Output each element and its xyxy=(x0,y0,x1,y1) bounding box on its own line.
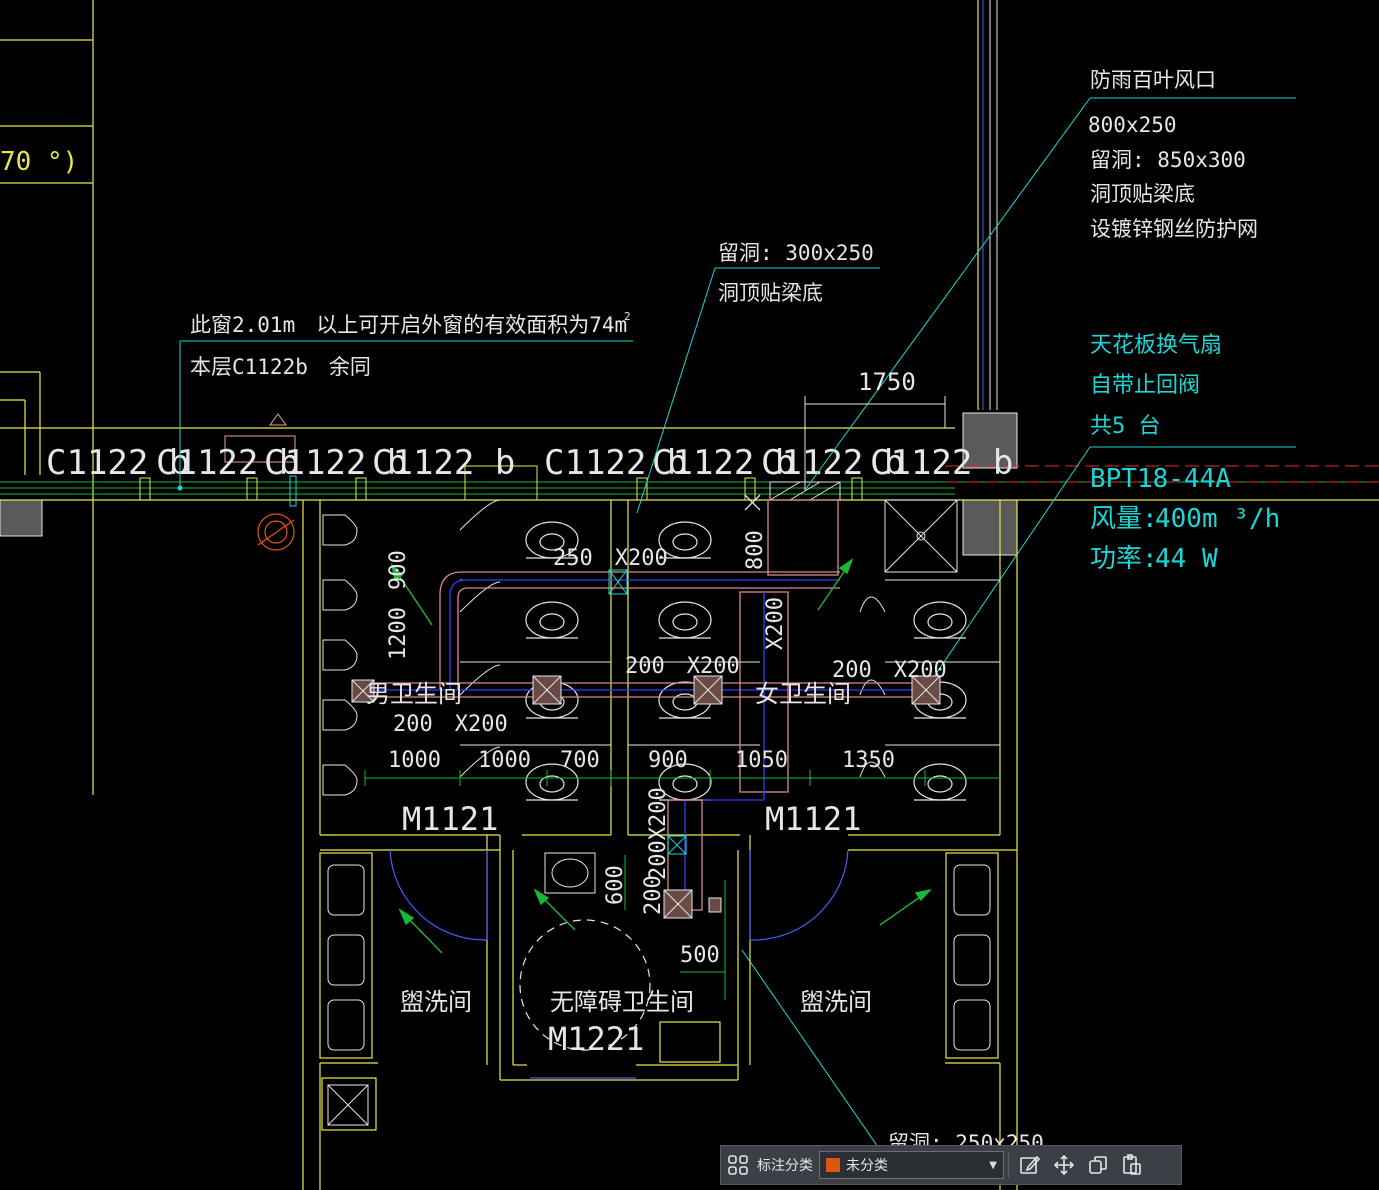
duct-200x200-vertical: 200X200 xyxy=(646,787,671,880)
room-labels: 男卫生间 女卫生间 盥洗间 盥洗间 无障碍卫生间 xyxy=(366,680,872,1016)
room-walls xyxy=(302,500,1018,1190)
fan-note-line1: 天花板换气扇 xyxy=(1090,333,1222,358)
window-label: C1122 b xyxy=(544,443,687,483)
dim-500: 500 xyxy=(680,943,720,968)
urinals xyxy=(322,514,358,796)
left-angle-text: 70 °) xyxy=(0,147,78,177)
fan-power-label: 功率: xyxy=(1090,544,1158,574)
duct-x200-vertical: X200 xyxy=(763,597,788,650)
airflow-arrows xyxy=(390,558,932,954)
paste-icon[interactable] xyxy=(1115,1148,1149,1182)
window-note-line2: 本层C1122b 余同 xyxy=(190,355,371,379)
dim-700: 700 xyxy=(560,748,600,773)
window-label: C1122 b xyxy=(761,443,904,483)
window-label: C1122 b xyxy=(870,443,1013,483)
door-swings xyxy=(389,849,849,1079)
fan-airflow-label: 风量: xyxy=(1090,504,1158,534)
room-female-toilet: 女卫生间 xyxy=(755,680,851,708)
hole-note-line2: 洞顶贴梁底 xyxy=(718,281,823,305)
hole-note-line1: 留洞: 300x250 xyxy=(718,241,874,265)
room-accessible: 无障碍卫生间 xyxy=(550,988,694,1016)
window-label: C1122 b xyxy=(46,443,189,483)
window-note-line1: 此窗2.01m 以上可开启外窗的有效面积为74m xyxy=(190,313,627,337)
fan-power-value: 44 W xyxy=(1155,544,1218,574)
fan-airflow-value: 400m ³/h xyxy=(1155,504,1280,534)
dimension-1750-text: 1750 xyxy=(858,368,916,396)
duct-dampers xyxy=(608,569,687,855)
leader-lines xyxy=(177,97,1296,1151)
dim-1000-a: 1000 xyxy=(388,748,441,773)
squat-toilets xyxy=(525,521,967,801)
dim-900-bottom: 900 xyxy=(648,748,688,773)
door-m1121-left: M1121 xyxy=(402,800,498,838)
louver-title: 防雨百叶风口 xyxy=(1090,68,1216,92)
window-note-superscript: 2 xyxy=(624,310,631,323)
category-label: 标注分类 xyxy=(757,1158,813,1174)
dim-900: 900 xyxy=(386,550,411,590)
room-wash-right: 盥洗间 xyxy=(800,988,872,1016)
dimension-1750 xyxy=(804,396,946,490)
dim-1350: 1350 xyxy=(842,748,895,773)
louver-note1: 洞顶贴梁底 xyxy=(1090,182,1195,206)
duct-200x200-right: 200 X200 xyxy=(832,658,947,683)
right-structure xyxy=(0,0,1018,556)
chevron-down-icon: ▼ xyxy=(989,1159,997,1171)
dim-1200: 1200 xyxy=(386,607,411,660)
ventilation-ducts xyxy=(360,494,930,911)
left-frame xyxy=(0,0,94,795)
dim-1000-b: 1000 xyxy=(478,748,531,773)
louver-hole: 留洞: 850x300 xyxy=(1090,148,1246,172)
fan-note-line2: 自带止回阀 xyxy=(1090,373,1200,398)
move-icon[interactable] xyxy=(1047,1148,1081,1182)
fan-note-line3: 共5 台 xyxy=(1090,414,1161,439)
fan-crosses xyxy=(351,675,941,919)
dim-200-vertical: 200 xyxy=(641,875,666,915)
copy-icon[interactable] xyxy=(1081,1148,1115,1182)
edit-icon[interactable] xyxy=(1013,1148,1047,1182)
window-label: C1122 b xyxy=(652,443,795,483)
door-labels: M1121 M1121 M1221 xyxy=(402,800,861,1058)
category-color-swatch xyxy=(826,1158,840,1172)
fan-model: BPT18-44A xyxy=(1090,464,1231,494)
window-labels: C1122 b C1122 b C1122 b C1122 b C1122 b … xyxy=(46,443,1013,483)
door-m1121-right: M1121 xyxy=(765,800,861,838)
toolbar-divider xyxy=(1008,1152,1009,1178)
dim-600: 600 xyxy=(603,865,628,905)
duct-250x200: 250 X200 xyxy=(553,546,668,571)
grid-icon[interactable] xyxy=(721,1148,755,1182)
duct-200x200-mid: 200 X200 xyxy=(625,654,740,679)
room-wash-left: 盥洗间 xyxy=(400,988,472,1016)
door-m1221: M1221 xyxy=(548,1020,644,1058)
dim-800: 800 xyxy=(743,530,768,570)
duct-200x200-left: 200 X200 xyxy=(393,712,508,737)
annotation-toolbar: 标注分类 未分类 ▼ xyxy=(720,1145,1182,1185)
dimension-texts: 900 800 1200 250 X200 200 X200 200 X200 … xyxy=(386,530,947,968)
window-label: C1122 b xyxy=(264,443,407,483)
category-select[interactable]: 未分类 ▼ xyxy=(819,1151,1004,1179)
room-male-toilet: 男卫生间 xyxy=(366,680,462,708)
window-label: C1122 b xyxy=(372,443,515,483)
dimension-lines xyxy=(364,770,1000,1000)
window-wall-band xyxy=(0,413,1379,507)
louver-size: 800x250 xyxy=(1088,113,1177,137)
louver-note2: 设镀锌钢丝防护网 xyxy=(1090,217,1258,241)
dim-1050: 1050 xyxy=(735,748,788,773)
category-selected-value: 未分类 xyxy=(846,1158,888,1174)
wash-basins xyxy=(327,852,991,1051)
compass-stamp xyxy=(257,513,295,551)
